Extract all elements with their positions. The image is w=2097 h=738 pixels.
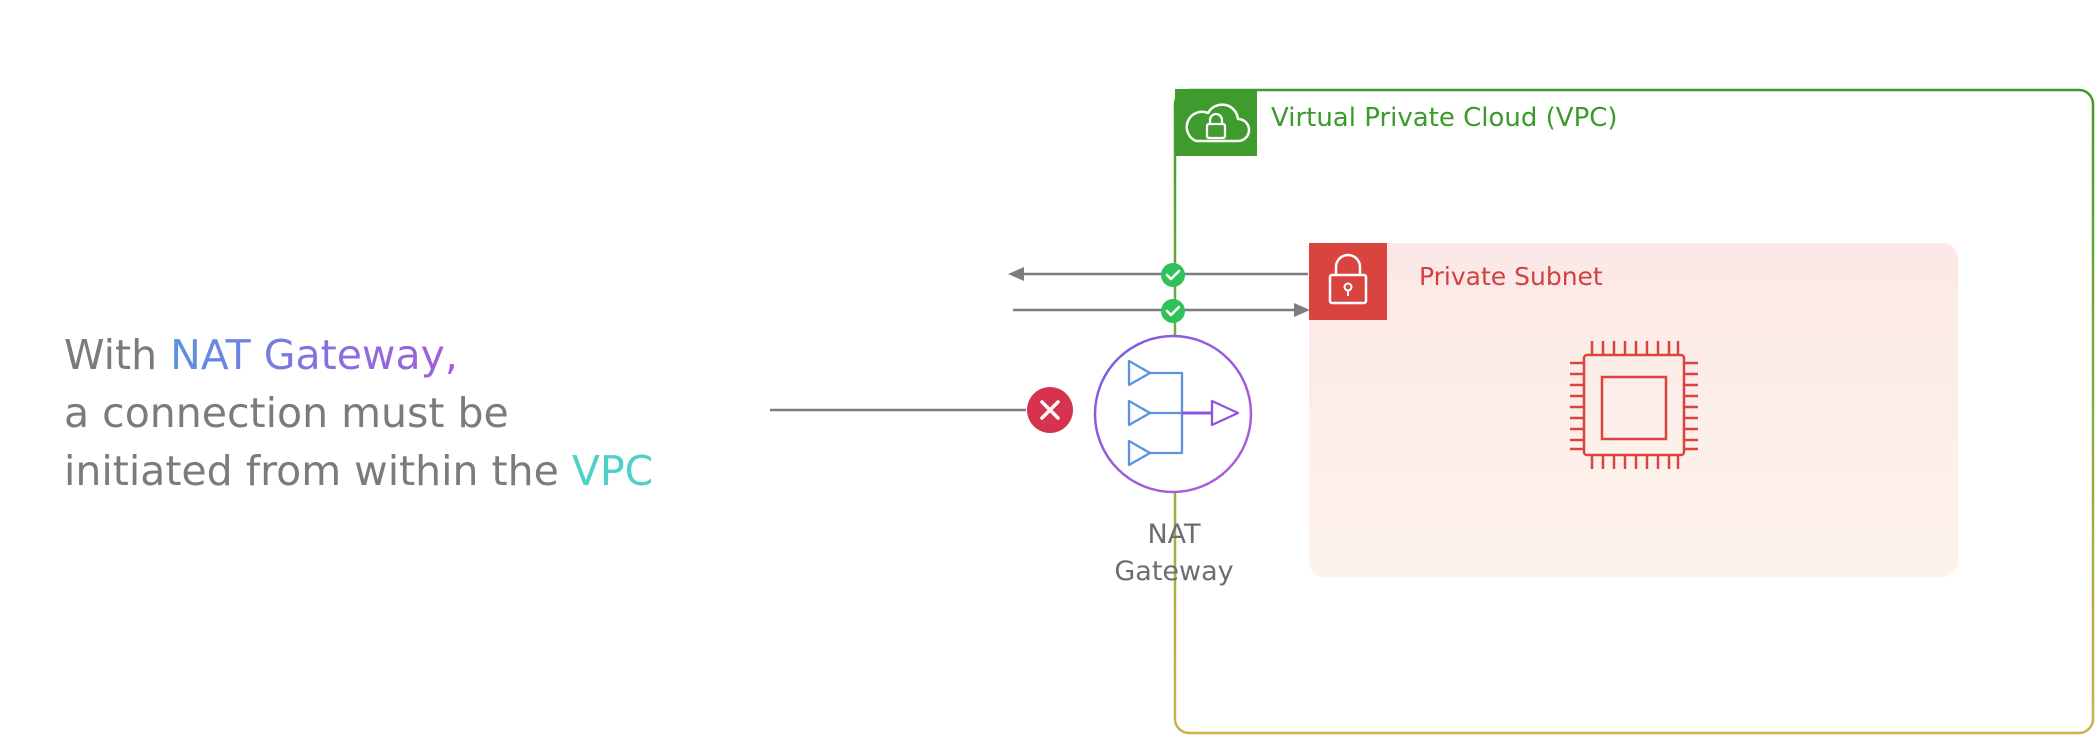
blocked-x-icon xyxy=(1027,387,1073,433)
outbound-arrow xyxy=(1013,303,1310,317)
nat-gateway-highlight: NAT Gateway xyxy=(170,331,445,379)
private-subnet-box xyxy=(1309,243,1958,577)
check-icon xyxy=(1161,299,1185,323)
cpu-chip-icon xyxy=(1570,341,1698,469)
return-arrow xyxy=(1008,267,1308,281)
cloud-lock-icon xyxy=(1175,89,1257,156)
padlock-icon xyxy=(1309,243,1387,320)
nat-gateway-icon xyxy=(1093,334,1253,494)
caption-line3: initiated from within the VPC xyxy=(64,447,654,495)
private-subnet-label: Private Subnet xyxy=(1419,262,1603,291)
caption-text: With NAT Gateway, a connection must be i… xyxy=(64,326,653,500)
vpc-highlight: VPC xyxy=(571,447,654,495)
nat-gateway-label: NAT Gateway xyxy=(1074,516,1274,590)
caption-line2: a connection must be xyxy=(64,389,509,437)
vpc-label: Virtual Private Cloud (VPC) xyxy=(1271,103,1618,133)
caption-line1: With NAT Gateway, xyxy=(64,331,458,379)
nat-gateway-label-line2: Gateway xyxy=(1114,556,1234,587)
check-icon xyxy=(1161,263,1185,287)
nat-gateway-label-line1: NAT xyxy=(1147,519,1201,550)
